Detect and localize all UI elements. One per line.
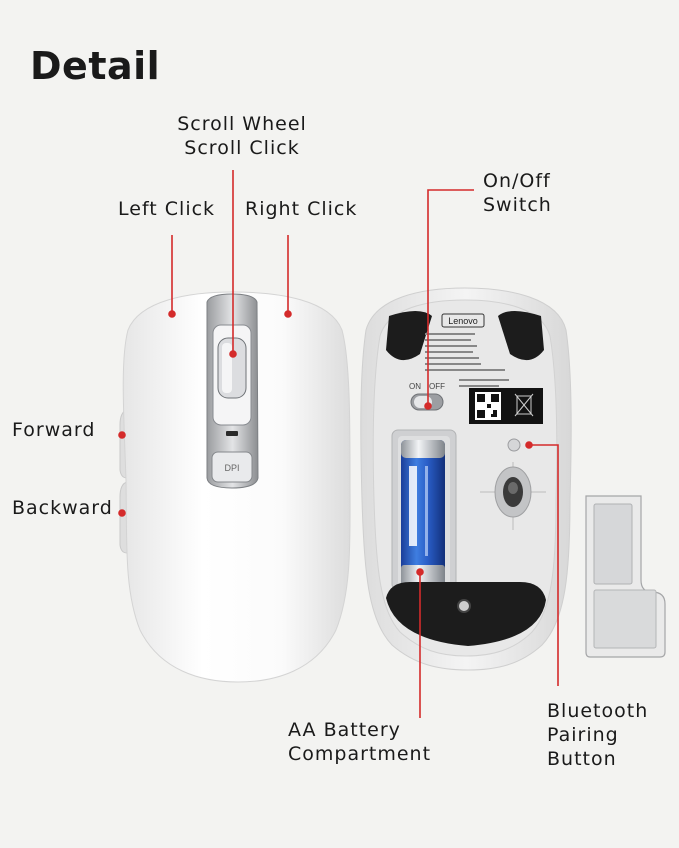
dpi-button: [211, 451, 253, 483]
battery-label: AA Battery Compartment: [288, 718, 431, 766]
pairing-text: Pairing: [547, 724, 619, 746]
button-text: Button: [547, 748, 617, 770]
receiver-cover: [585, 495, 666, 658]
aa-battery: [401, 440, 445, 586]
forward-callout-dot: [118, 431, 126, 439]
brand-logo: Lenovo: [448, 316, 478, 326]
glide-foot-left: [386, 311, 432, 361]
glide-foot-bottom: [386, 582, 546, 646]
compartment-text: Compartment: [288, 743, 432, 765]
mouse-bottom-view: Lenovo ON OFF: [360, 287, 572, 671]
scroll-label: Scroll Wheel Scroll Click: [172, 112, 312, 160]
mouse-top-view: DPI: [119, 291, 351, 683]
switch-text: Switch: [483, 194, 552, 216]
bluetooth-label: Bluetooth Pairing Button: [547, 699, 648, 771]
aa-battery-text: AA Battery: [288, 719, 401, 741]
on-off-callout-line: [427, 189, 474, 404]
bluetooth-callout-line: [529, 444, 559, 686]
page-title: Detail: [30, 44, 161, 88]
scroll-click-text: Scroll Click: [184, 137, 300, 159]
switch-on-text: ON: [409, 382, 421, 391]
regulatory-fine-print: [425, 333, 509, 387]
glide-foot-right: [498, 311, 544, 361]
bluetooth-pairing-button: [507, 438, 521, 452]
callout-lines: [118, 170, 559, 718]
backward-side-button: [119, 481, 128, 554]
forward-label: Forward: [12, 419, 96, 441]
weee-symbol: [516, 395, 532, 415]
right-click-label: Right Click: [245, 198, 358, 220]
on-off-label: On/Off Switch: [483, 169, 552, 217]
left-click-label: Left Click: [118, 198, 216, 220]
bluetooth-text: Bluetooth: [547, 700, 649, 722]
on-off-text: On/Off: [483, 170, 551, 192]
backward-callout-dot: [118, 509, 126, 517]
brand-badge: [441, 313, 485, 328]
scroll-wheel-text: Scroll Wheel: [177, 113, 307, 135]
switch-off-text: OFF: [429, 382, 445, 391]
dpi-button-text: DPI: [224, 463, 239, 473]
dpi-indicator-led: [226, 431, 238, 436]
backward-label: Backward: [12, 497, 113, 519]
screw-hole: [457, 599, 471, 613]
optical-sensor: [480, 462, 546, 530]
